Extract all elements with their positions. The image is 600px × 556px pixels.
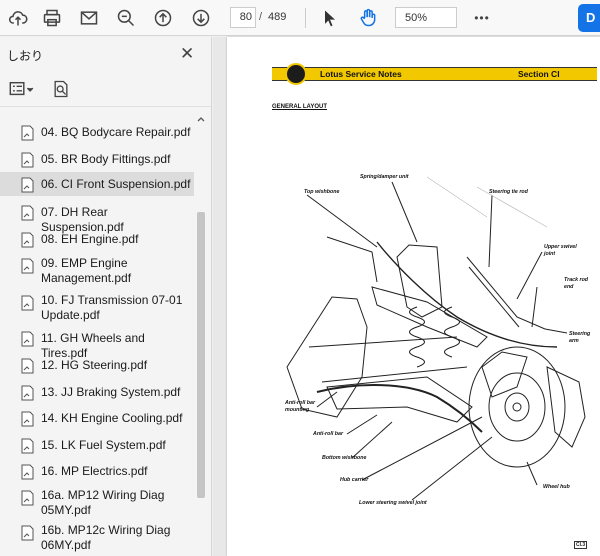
bookmark-label: 16. MP Electrics.pdf [41,464,148,478]
bookmark-label: 04. BQ Bodycare Repair.pdf [41,125,191,139]
label-bottom-wishbone: Bottom wishbone [322,455,367,461]
list-item[interactable]: 05. BR Body Fittings.pdf [0,147,194,171]
bookmark-label: 06. CI Front Suspension.pdf [41,177,191,191]
list-item[interactable]: 11. GH Wheels and Tires.pdf [0,326,194,360]
panel-title: しおり [7,49,44,63]
list-item[interactable]: 14. KH Engine Cooling.pdf [0,406,194,430]
bookmark-label: 09. EMP Engine Management.pdf [41,256,132,285]
bookmark-page-icon [21,385,34,401]
page-number-input[interactable]: 80 [230,7,256,28]
scroll-up-icon[interactable] [197,116,205,122]
label-hub-carrier: Hub carrier [340,477,369,483]
header-title: Lotus Service Notes [320,69,402,79]
suspension-diagram [286,176,586,501]
bookmark-label: 14. KH Engine Cooling.pdf [41,411,183,425]
bookmark-page-icon [21,177,34,193]
options-menu-icon[interactable] [7,77,37,101]
more-icon[interactable]: ••• [474,11,490,25]
bookmark-label: 05. BR Body Fittings.pdf [41,152,171,166]
list-item[interactable]: 16b. MP12c Wiring Diag 06MY.pdf [0,520,194,556]
bookmark-page-icon [21,205,34,221]
list-item[interactable]: 16. MP Electrics.pdf [0,459,194,483]
label-upper-swivel-joint: Upper swivel joint [544,244,577,257]
mail-icon[interactable] [77,6,101,30]
print-icon[interactable] [40,6,64,30]
bookmark-label: 07. DH Rear Suspension.pdf [41,205,124,234]
list-item[interactable]: 10. FJ Transmission 07-01 Update.pdf [0,290,194,326]
page-separator: / [259,11,263,23]
find-bookmark-icon[interactable] [49,77,73,101]
bookmark-page-icon [21,525,34,541]
bookmark-page-icon [21,295,34,311]
bookmark-label: 13. JJ Braking System.pdf [41,385,181,399]
upload-cloud-icon[interactable] [6,6,30,30]
toolbar-divider [305,8,306,28]
bookmark-page-icon [21,125,34,141]
label-steering-arm: Steering arm [569,331,591,344]
list-item[interactable]: 15. LK Fuel System.pdf [0,433,194,457]
page-number: CI.3 [574,541,588,549]
page-total: 489 [268,11,287,23]
bookmarks-panel: しおり ✕ 04. BQ Bodycare Repair.pdf 05. BR … [0,37,212,556]
bookmark-label: 16a. MP12 Wiring Diag 05MY.pdf [41,488,165,517]
label-track-rod-end: Track rod end [564,277,589,290]
lotus-logo [285,63,307,85]
bookmark-page-icon [21,232,34,248]
bookmark-page-icon [21,464,34,480]
label-anti-roll-bar-mounting: Anti-roll bar mounting [285,400,316,413]
bookmark-label: 08. EH Engine.pdf [41,232,139,246]
label-lower-swivel-joint: Lower steering swivel joint [359,500,427,506]
zoom-out-icon[interactable] [114,6,138,30]
list-item[interactable]: 09. EMP Engine Management.pdf [0,253,194,289]
bookmark-list: 04. BQ Bodycare Repair.pdf 05. BR Body F… [0,114,196,556]
label-top-wishbone: Top wishbone [304,189,340,195]
pdf-page: Lotus Service Notes Section CI GENERAL L… [227,37,600,556]
bookmark-page-icon [21,258,34,274]
hand-tool-icon[interactable] [356,6,380,30]
list-item[interactable]: 08. EH Engine.pdf [0,227,194,251]
bookmark-page-icon [21,411,34,427]
list-item[interactable]: 07. DH Rear Suspension.pdf [0,200,194,234]
list-item[interactable]: 12. HG Steering.pdf [0,353,194,377]
bookmark-page-icon [21,490,34,506]
bookmark-label: 15. LK Fuel System.pdf [41,438,166,452]
bookmark-page-icon [21,358,34,374]
page-up-icon[interactable] [151,6,175,30]
scrollbar-thumb[interactable] [197,212,205,498]
page-header: Lotus Service Notes Section CI [272,67,597,81]
bookmark-label: 16b. MP12c Wiring Diag 06MY.pdf [41,523,171,552]
section-subtitle: GENERAL LAYOUT [272,104,328,110]
label-wheel-hub: Wheel hub [543,484,570,490]
list-item[interactable]: 13. JJ Braking System.pdf [0,380,194,404]
zoom-select[interactable]: 50% [395,7,457,28]
label-spring-damper: Spring/damper unit [360,174,409,180]
close-icon[interactable]: ✕ [180,44,195,63]
list-item[interactable]: 06. CI Front Suspension.pdf [0,172,194,196]
bookmark-page-icon [21,152,34,168]
scrollbar-track[interactable] [196,114,206,556]
toolbar: 80 / 489 50% ••• D [0,0,600,36]
panel-button[interactable]: D [578,4,600,32]
bookmark-page-icon [21,438,34,454]
bookmark-page-icon [21,331,34,347]
label-anti-roll-bar: Anti-roll bar [313,431,344,437]
select-cursor-icon[interactable] [318,6,342,30]
page-down-icon[interactable] [189,6,213,30]
header-section: Section CI [518,69,560,79]
bookmark-label: 10. FJ Transmission 07-01 Update.pdf [41,293,183,322]
bookmark-tools [0,73,211,107]
list-item[interactable]: 04. BQ Bodycare Repair.pdf [0,120,194,144]
document-viewport[interactable]: Lotus Service Notes Section CI GENERAL L… [213,37,600,556]
bookmark-label: 11. GH Wheels and Tires.pdf [41,331,145,360]
label-steering-tie-rod: Steering tie rod [489,189,528,195]
bookmark-label: 12. HG Steering.pdf [41,358,148,372]
list-item[interactable]: 16a. MP12 Wiring Diag 05MY.pdf [0,485,194,521]
